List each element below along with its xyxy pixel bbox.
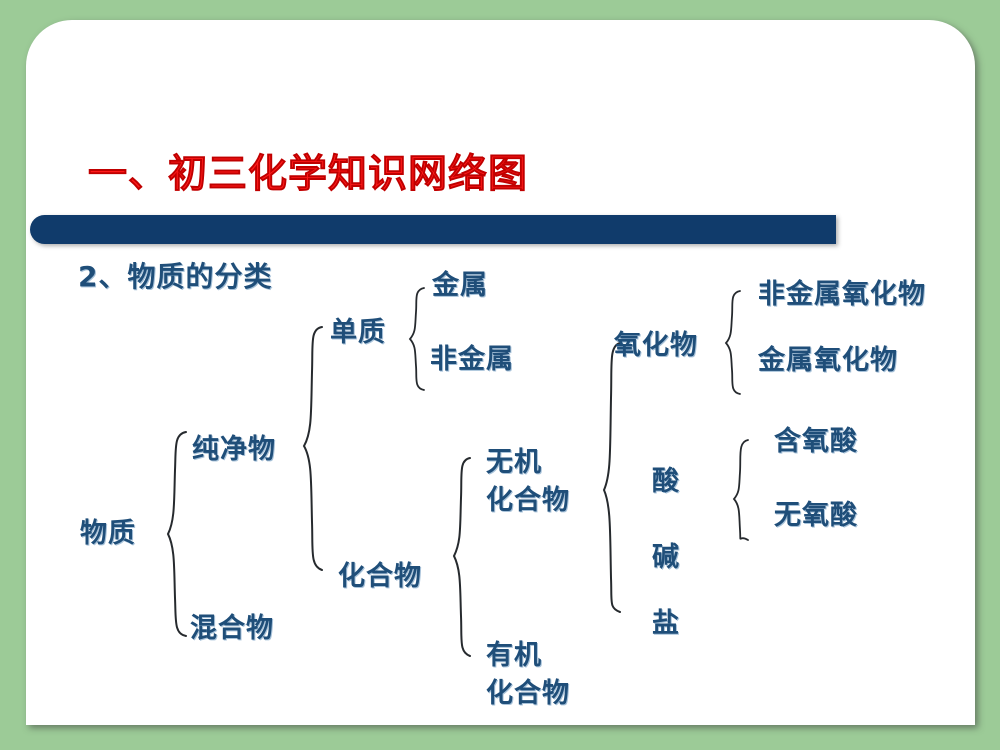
node-oxygen-acid: 含氧酸 [774, 426, 858, 457]
node-inorganic-compound: 无机 化合物 [0, 0, 569, 516]
page-title: 一、初三化学知识网络图 [88, 152, 529, 198]
node-compound: 化合物 [338, 561, 422, 592]
node-acid: 酸 [652, 466, 680, 497]
node-salt: 盐 [652, 608, 680, 639]
node-inorganic-compound-line1: 无机 [486, 447, 542, 478]
node-nonmetal: 非金属 [430, 344, 514, 375]
node-oxygen-free-acid: 无氧酸 [774, 500, 858, 531]
node-inorganic-compound-line2: 化合物 [486, 485, 570, 516]
node-mixture: 混合物 [190, 613, 274, 644]
navy-divider-bar [30, 215, 836, 244]
node-base: 碱 [652, 542, 680, 573]
node-oxide: 氧化物 [614, 330, 698, 361]
node-organic-compound-line1: 有机 [486, 640, 542, 671]
node-element: 单质 [330, 317, 386, 348]
node-organic-compound: 有机 化合物 [0, 0, 569, 709]
node-nonmetal-oxide: 非金属氧化物 [758, 279, 926, 310]
node-pure-substance: 纯净物 [192, 434, 276, 465]
node-organic-compound-line2: 化合物 [486, 678, 570, 709]
node-substance: 物质 [80, 518, 136, 549]
node-metal-oxide: 金属氧化物 [758, 345, 898, 376]
node-metal: 金属 [432, 270, 488, 301]
section-subtitle: 2、物质的分类 [78, 260, 273, 293]
